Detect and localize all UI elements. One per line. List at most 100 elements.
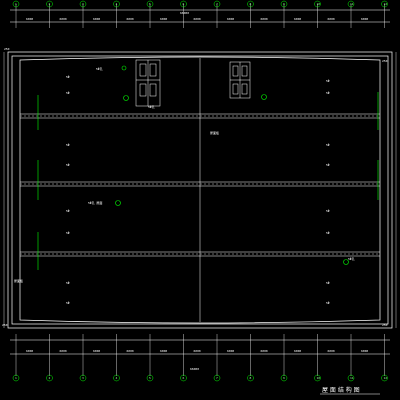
grid-bubble (146, 374, 154, 382)
top-dim-label: 6000 (361, 17, 368, 21)
beam-label: 5Φ (66, 163, 70, 167)
top-dim-label: 6000 (60, 17, 67, 21)
bottom-dim-label: 6000 (227, 349, 234, 353)
grid-bubble-label: 2 (49, 2, 51, 6)
horizontal-beams (20, 113, 380, 257)
beam-label: 5Φ (66, 231, 70, 235)
drawing-title: 屋 面 结 构 图 (322, 386, 360, 394)
grid-bubble-label: 4 (116, 2, 118, 6)
grid-bubble-label: 10 (317, 2, 321, 6)
grid-bubble-label: 3 (82, 2, 84, 6)
top-dim-label: 6000 (227, 17, 234, 21)
grid-bubble-label: 11 (350, 376, 354, 380)
bottom-dim-label: 6000 (160, 349, 167, 353)
grid-bubble (381, 374, 388, 382)
callout-label: 5Φ孔 屋面 (88, 200, 102, 205)
top-dim-label: 6000 (261, 17, 268, 21)
beam-label: 5Φ (66, 91, 70, 95)
top-dimension-chain (10, 9, 390, 23)
grid-bubble (247, 0, 254, 8)
grid-bubble-label: 1 (15, 2, 17, 6)
grid-bubble (347, 374, 355, 382)
top-dim-label: 6000 (328, 17, 335, 21)
edge-label-right-top: 250 (382, 59, 388, 63)
grid-bubble-label: 8 (250, 376, 252, 380)
plan-outline (7, 51, 393, 329)
top-dim-label: 6000 (294, 17, 301, 21)
grid-bubble-label: 6 (183, 376, 185, 380)
grid-bubble (314, 0, 321, 8)
bottom-dim-label: 6000 (294, 349, 301, 353)
bottom-dim-label: 6000 (127, 349, 134, 353)
top-dim-label: 6000 (26, 17, 33, 21)
grid-bubble-label: 6 (183, 2, 185, 6)
grid-bubble-label: 9 (283, 376, 285, 380)
side-markers (37, 92, 379, 270)
grid-bubble-label: 4 (116, 376, 118, 380)
beam-label: 5Φ (326, 91, 330, 95)
roof-openings (135, 59, 251, 107)
grid-bubble-label: 3 (82, 376, 84, 380)
beam-label: 5Φ (326, 281, 330, 285)
beam-label: 5Φ (326, 143, 330, 147)
grid-bubble-label: 7 (216, 376, 218, 380)
bottom-dim-label: 6000 (261, 349, 268, 353)
grid-bubble (12, 0, 20, 8)
grid-bubble (213, 0, 221, 8)
edge-label-right-bottom: 250 (382, 323, 388, 327)
bottom-dimension-ticks: 1600026000360004600056000660007600086000… (12, 334, 388, 382)
bottom-dim-label: 6000 (26, 349, 33, 353)
callout-label: 屋面板 (14, 278, 23, 283)
grid-bubble (113, 374, 120, 382)
beam-label: 5Φ (326, 79, 330, 83)
beam-label: 5Φ (326, 231, 330, 235)
grid-bubble-label: 12 (384, 2, 388, 6)
grid-bubble (180, 374, 187, 382)
beam-label: 5Φ (66, 209, 70, 213)
top-dimension-ticks: 1600026000360004600056000660007600086000… (12, 0, 388, 28)
grid-bubble-label: 1 (15, 376, 17, 380)
grid-bubble-label: 9 (283, 2, 285, 6)
grid-bubble-label: 11 (350, 2, 354, 6)
grid-bubble (180, 0, 187, 8)
bottom-dim-label: 6000 (60, 349, 67, 353)
top-dim-label: 6000 (127, 17, 134, 21)
beam-label: 5Φ (326, 209, 330, 213)
grid-bubble (79, 374, 87, 382)
beam-label: 5Φ (326, 301, 330, 305)
grid-bubble (46, 374, 53, 382)
grid-bubble (46, 0, 53, 8)
grid-bubble-label: 12 (384, 376, 388, 380)
top-dim-label: 6000 (160, 17, 167, 21)
grid-bubble (280, 374, 288, 382)
bottom-dim-label: 6000 (361, 349, 368, 353)
bottom-dim-label: 6000 (194, 349, 201, 353)
grid-bubble (381, 0, 388, 8)
edge-label-left-top: 250 (4, 47, 10, 51)
grid-bubble-label: 5 (149, 376, 151, 380)
grid-bubble-label: 7 (216, 2, 218, 6)
bottom-dimension-chain (10, 339, 390, 355)
grid-bubble-label: 8 (250, 2, 252, 6)
grid-bubble (213, 374, 221, 382)
grid-bubble (79, 0, 87, 8)
beam-label: 5Φ (66, 281, 70, 285)
beam-dashes (20, 115, 380, 255)
edge-label-left-bottom: 250 (2, 323, 8, 327)
beam-label: 5Φ (66, 143, 70, 147)
beam-label: 5Φ (326, 163, 330, 167)
bottom-overall-dim: 66000 (190, 367, 199, 371)
green-markers (115, 65, 349, 265)
grid-bubble (347, 0, 355, 8)
bottom-dim-label: 6000 (93, 349, 100, 353)
callout-label: 屋面板 (210, 130, 219, 135)
grid-bubble (12, 374, 20, 382)
beam-label: 5Φ (66, 75, 70, 79)
grid-bubble-label: 2 (49, 376, 51, 380)
bottom-dim-label: 6000 (328, 349, 335, 353)
grid-bubble (247, 374, 254, 382)
